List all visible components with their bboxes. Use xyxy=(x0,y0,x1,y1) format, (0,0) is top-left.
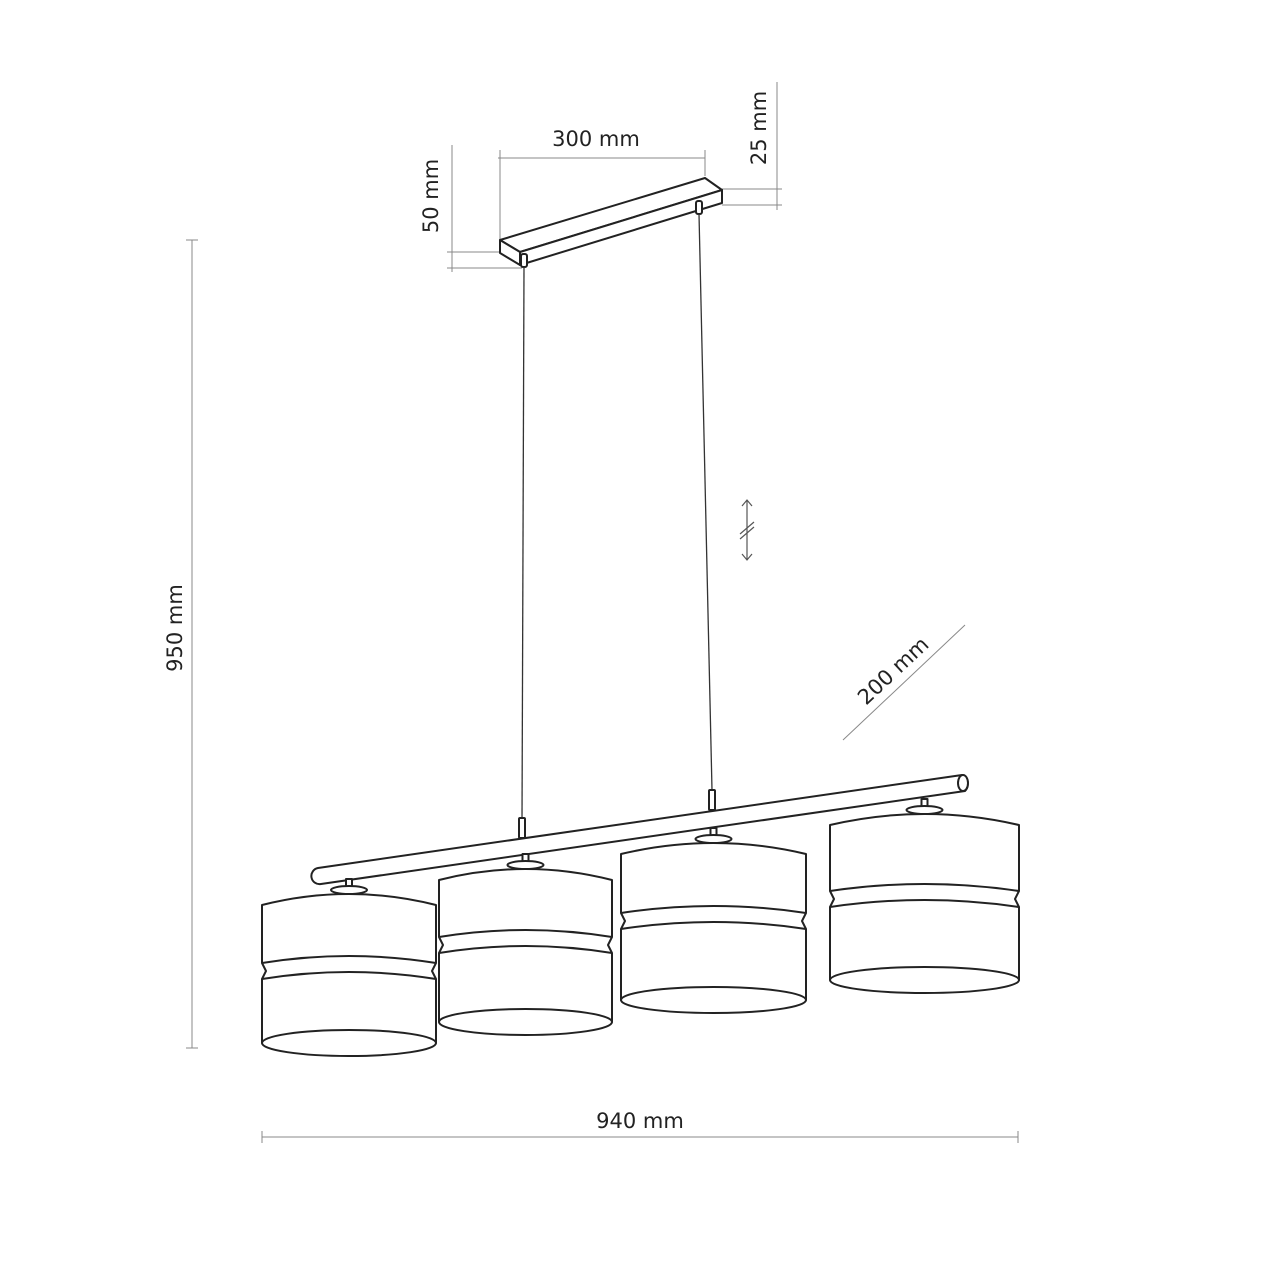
shade-bottom-rim xyxy=(829,966,1020,994)
dimension-total-width: 940 mm xyxy=(261,1109,1019,1143)
shade-band-top xyxy=(829,883,1020,892)
shade-cap xyxy=(905,805,944,815)
shade-outline xyxy=(261,893,437,1044)
dimension-shade-diameter: 200 mm xyxy=(842,624,966,741)
shade-cap xyxy=(694,834,733,844)
label-total-height: 950 mm xyxy=(163,584,187,672)
label-canopy-length: 300 mm xyxy=(552,127,640,151)
label-canopy-height: 50 mm xyxy=(419,159,443,233)
lamp-shade-3 xyxy=(620,827,807,1014)
lamp-body xyxy=(261,774,1020,1057)
lamp-shade-1 xyxy=(261,878,437,1057)
dimension-total-height: 950 mm xyxy=(163,239,198,1049)
shade-cap xyxy=(506,860,545,870)
shade-outline xyxy=(829,813,1020,981)
suspension-wire-left xyxy=(521,266,525,821)
wire-connector xyxy=(708,789,716,811)
shade-band-bottom xyxy=(829,899,1020,908)
shade-bottom-rim xyxy=(438,1008,613,1036)
label-canopy-thickness: 25 mm xyxy=(747,91,771,165)
shade-band-bottom xyxy=(261,971,437,980)
lamp-shade-2 xyxy=(438,853,613,1036)
shade-band-top xyxy=(620,905,807,914)
shade-bottom-rim xyxy=(620,986,807,1014)
dimension-canopy-length: 300 mm xyxy=(498,127,706,250)
shade-bottom-rim xyxy=(261,1029,437,1057)
wire-connector xyxy=(518,817,526,839)
shade-band-top xyxy=(438,929,613,938)
shade-band-top xyxy=(261,955,437,964)
adjustable-height-icon xyxy=(739,499,755,561)
lamp-shade-4 xyxy=(829,798,1020,994)
bar-end xyxy=(957,774,969,792)
shade-band-bottom xyxy=(438,945,613,954)
horizontal-bar xyxy=(310,774,969,886)
label-total-width: 940 mm xyxy=(596,1109,684,1133)
shade-cap xyxy=(330,885,368,895)
label-shade-diameter: 200 mm xyxy=(853,632,933,709)
dimension-canopy-height: 50 mm xyxy=(419,145,522,272)
ceiling-canopy xyxy=(499,177,723,268)
suspension-wire-right xyxy=(698,213,713,791)
shade-band-bottom xyxy=(620,921,807,930)
dimension-canopy-thickness: 25 mm xyxy=(722,82,782,210)
